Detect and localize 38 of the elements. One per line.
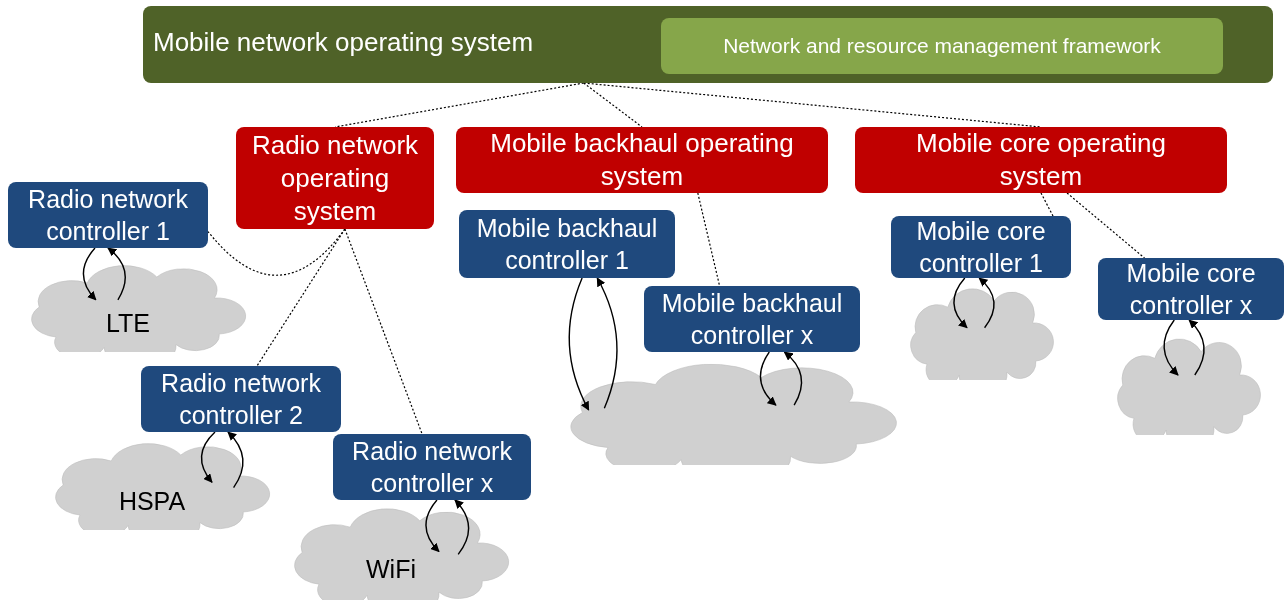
operating-system-box: Radio network operating system bbox=[236, 127, 434, 229]
arrow bbox=[783, 351, 803, 406]
arrow bbox=[596, 277, 618, 409]
arrow bbox=[978, 277, 995, 329]
arrow bbox=[1188, 319, 1205, 376]
arrow bbox=[759, 351, 777, 406]
connector-line bbox=[583, 82, 643, 128]
connector-line bbox=[697, 192, 721, 287]
controller-box: Radio network controller 1 bbox=[8, 182, 208, 248]
controller-box: Mobile core controller x bbox=[1098, 258, 1284, 320]
system-band bbox=[143, 6, 1273, 83]
arrow bbox=[953, 277, 968, 329]
band-title: Mobile network operating system bbox=[153, 26, 534, 59]
arrow bbox=[454, 499, 470, 556]
connector-line bbox=[207, 228, 346, 276]
arrow bbox=[1163, 319, 1179, 376]
network-label: HSPA bbox=[118, 486, 186, 518]
arrow bbox=[227, 431, 244, 489]
network-label: WiFi bbox=[366, 553, 416, 585]
arrow bbox=[568, 277, 590, 411]
controller-box: Mobile backhaul controller 1 bbox=[459, 210, 675, 278]
arrow bbox=[107, 247, 126, 301]
operating-system-box: Mobile core operating system bbox=[855, 127, 1227, 193]
network-label: LTE bbox=[106, 308, 150, 340]
arrow bbox=[425, 499, 440, 553]
connector-line bbox=[1066, 192, 1146, 259]
connector-line bbox=[344, 228, 423, 435]
operating-system-box: Mobile backhaul operating system bbox=[456, 127, 828, 193]
controller-box: Radio network controller 2 bbox=[141, 366, 341, 432]
controller-box: Radio network controller x bbox=[333, 434, 531, 500]
arrow bbox=[82, 247, 97, 301]
connector-line bbox=[583, 82, 1042, 128]
connector-line bbox=[256, 228, 346, 367]
framework-box: Network and resource management framework bbox=[661, 18, 1223, 74]
arrow bbox=[200, 431, 216, 483]
controller-box: Mobile backhaul controller x bbox=[644, 286, 860, 352]
controller-box: Mobile core controller 1 bbox=[891, 216, 1071, 278]
connector-line bbox=[1040, 192, 1054, 217]
